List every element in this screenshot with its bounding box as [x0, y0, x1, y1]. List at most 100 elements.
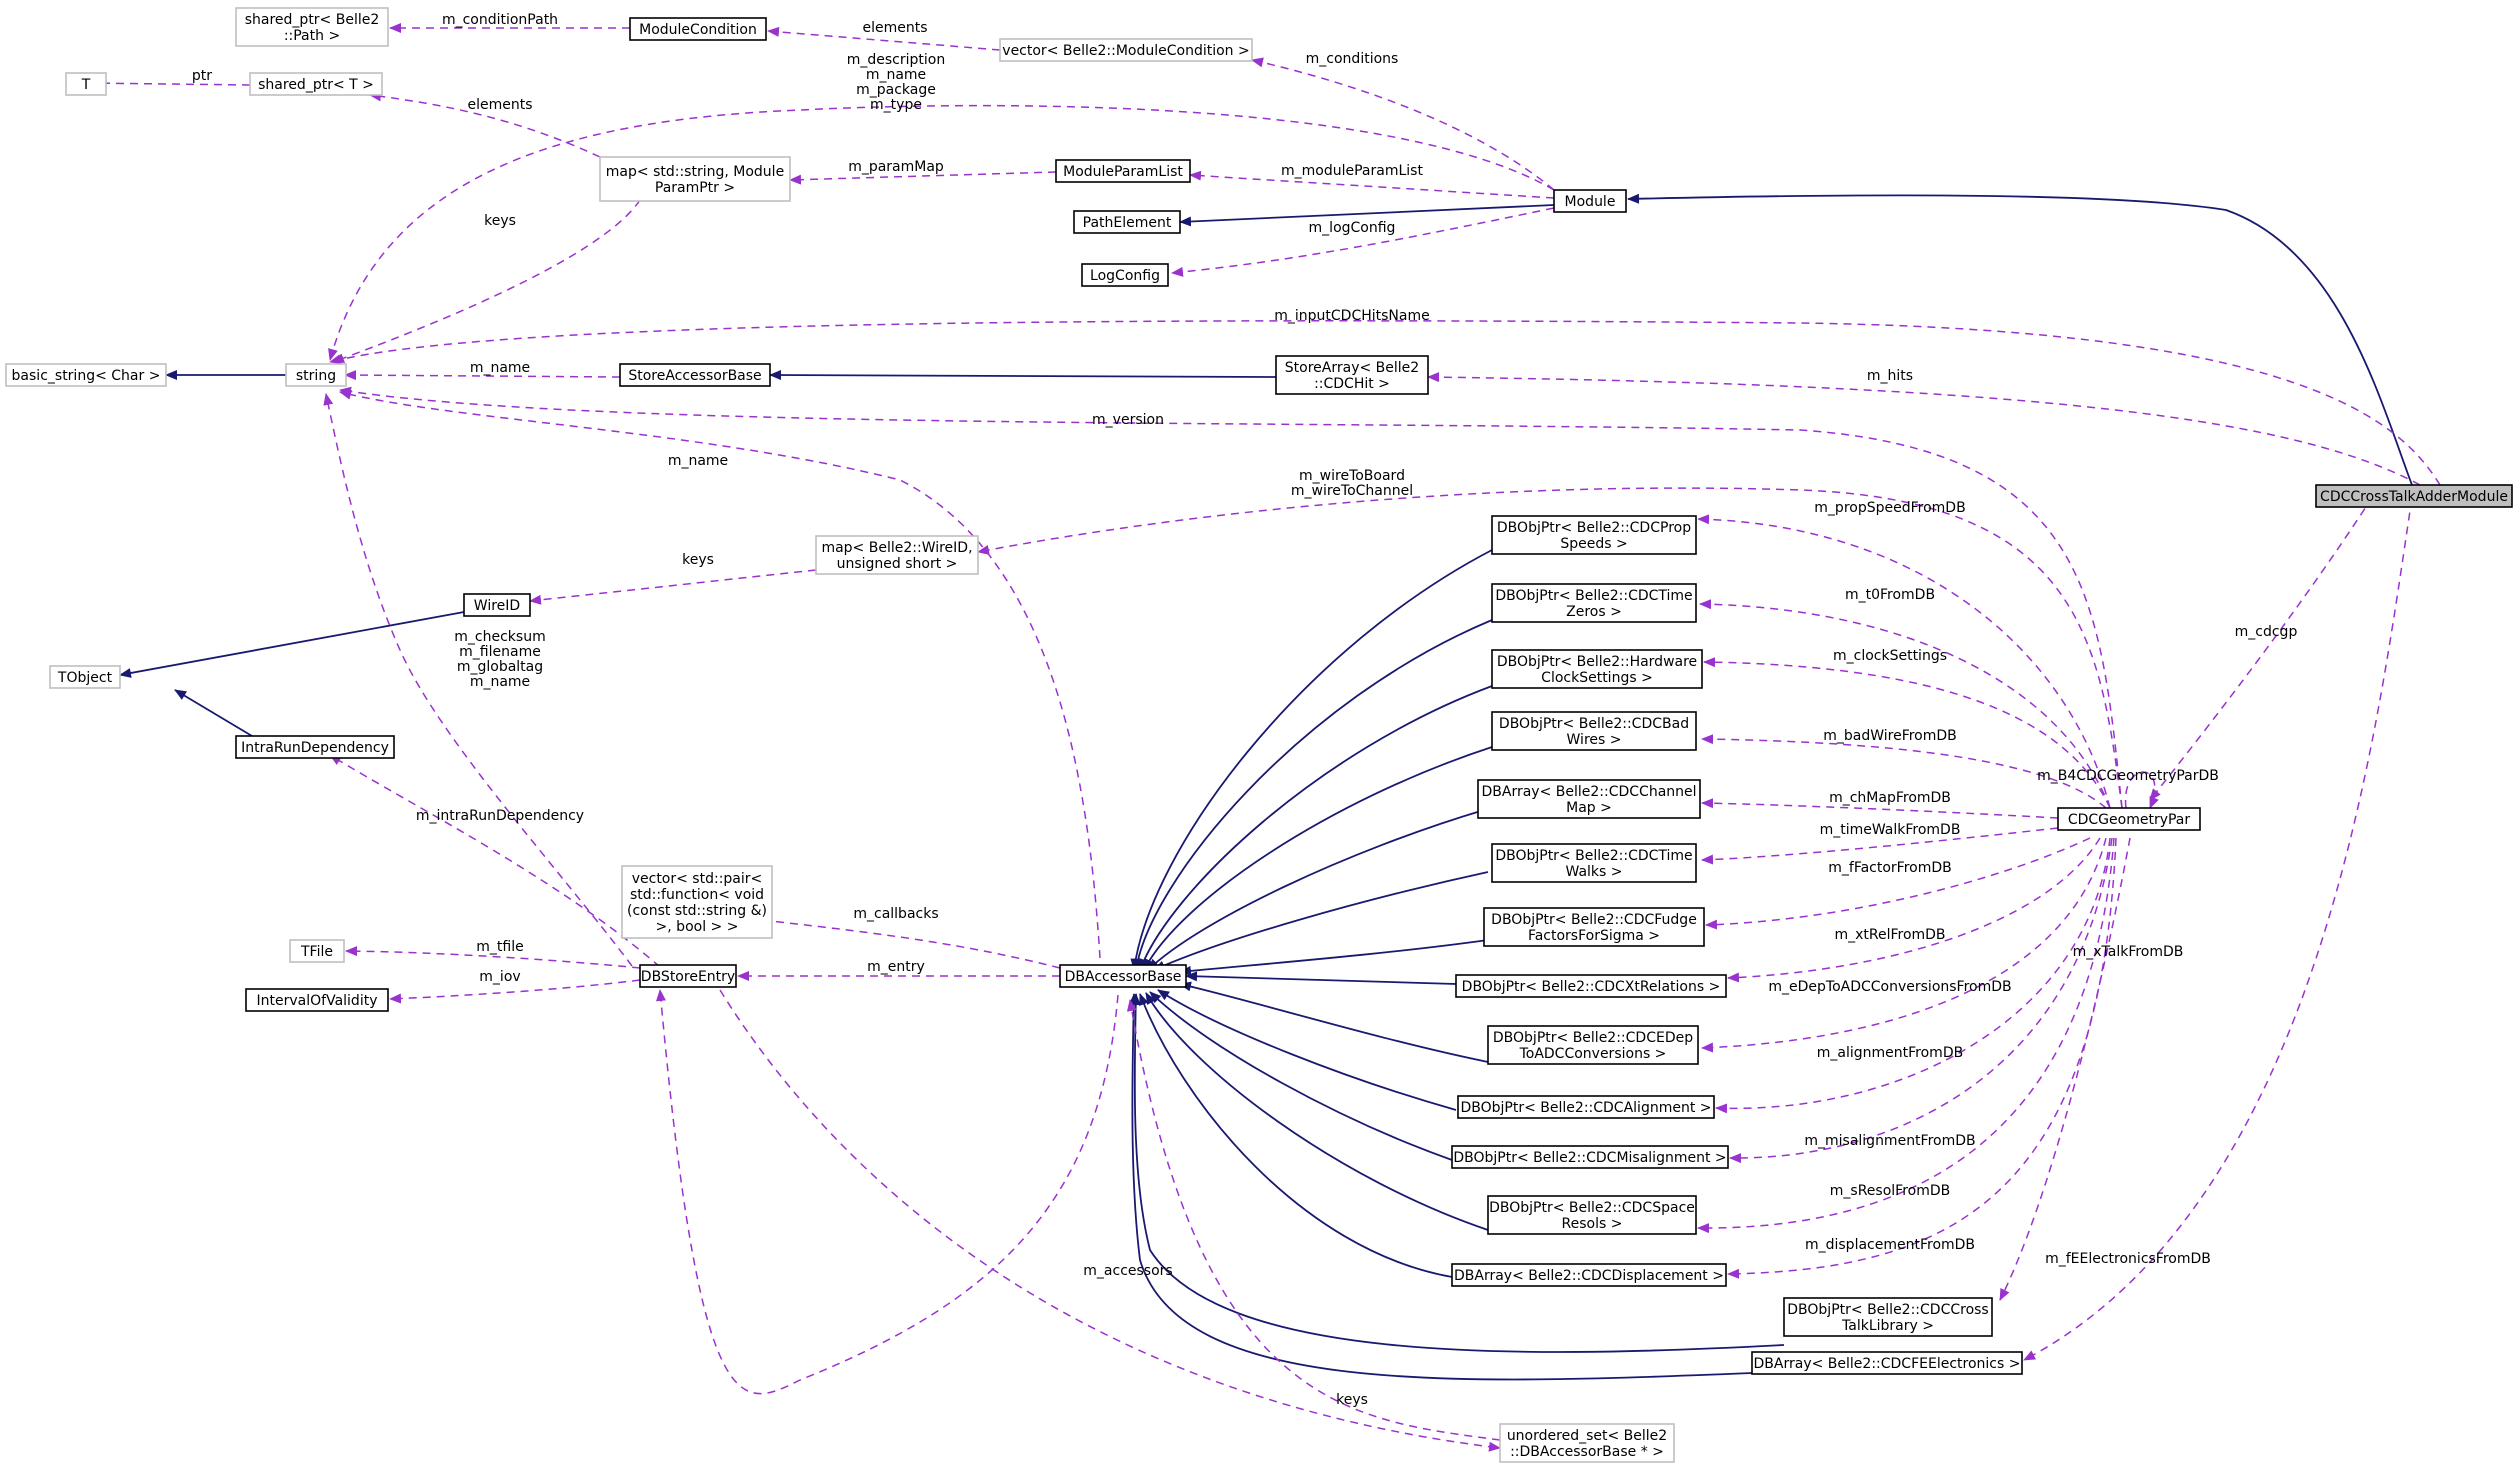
label-m-misalignment: m_misalignmentFromDB [1804, 1133, 1975, 1149]
path-element-box [1073, 210, 1181, 234]
node-label-line: basic_string< Char > [12, 368, 161, 384]
edge-label-line: m_timeWalkFromDB [1820, 822, 1961, 838]
edge-label-line: m_intraRunDependency [416, 808, 584, 824]
edge-label-line: m_xtRelFromDB [1834, 927, 1945, 943]
node-store-accessor-base[interactable]: StoreAccessorBase [619, 363, 771, 387]
edge-label-line: m_hits [1867, 368, 1913, 384]
node-module-condition[interactable]: ModuleCondition [629, 17, 767, 41]
node-fudge-factors[interactable]: DBObjPtr< Belle2::CDCFudgeFactorsForSigm… [1483, 907, 1705, 947]
node-cdc-crosstalk-adder-module[interactable]: CDCCrossTalkAdderModule [2315, 484, 2513, 508]
edge-use-intra-run [329, 754, 661, 968]
node-hardware-clock[interactable]: DBObjPtr< Belle2::HardwareClockSettings … [1491, 649, 1703, 689]
node-log-config[interactable]: LogConfig [1081, 263, 1169, 287]
edge-label-line: m_tfile [476, 939, 523, 955]
edge-module-to-crosstalk [1627, 193, 2413, 486]
node-tfile[interactable]: TFile [289, 939, 345, 963]
node-label-line: DBObjPtr< Belle2::CDCTime [1495, 848, 1692, 864]
label-m-alignment: m_alignmentFromDB [1817, 1045, 1963, 1061]
unordered-set-box [1499, 1423, 1675, 1463]
node-displacement[interactable]: DBArray< Belle2::CDCDisplacement > [1451, 1263, 1727, 1287]
edge-label-line: m_checksum [454, 629, 545, 645]
label-m-ffactor: m_fFactorFromDB [1828, 860, 1952, 876]
hardware-clock-box [1491, 649, 1703, 689]
node-dbstore-entry[interactable]: DBStoreEntry [639, 964, 737, 988]
node-wireid[interactable]: WireID [463, 593, 531, 617]
t-box [65, 72, 107, 96]
edge-use-fe [2023, 484, 2415, 1361]
edge-use-map-elements [369, 91, 601, 158]
edge-dbaccessor-to-bad-wires [1143, 746, 1493, 971]
node-shared-ptr-path[interactable]: shared_ptr< Belle2::Path > [235, 7, 389, 47]
node-label-line: IntraRunDependency [241, 740, 389, 756]
edge-use-accessors [656, 989, 1119, 1395]
node-unordered-set[interactable]: unordered_set< Belle2::DBAccessorBase * … [1499, 1423, 1675, 1463]
node-label-line: TObject [57, 670, 113, 686]
node-dbaccessor-base[interactable]: DBAccessorBase [1059, 964, 1187, 988]
node-cdc-geometry-par[interactable]: CDCGeometryPar [2057, 807, 2201, 831]
node-path-element[interactable]: PathElement [1073, 210, 1181, 234]
node-label-line: ::CDCHit > [1314, 376, 1390, 392]
crosstalk-library-box [1783, 1297, 1993, 1337]
node-module-param-list[interactable]: ModuleParamList [1055, 159, 1191, 183]
node-map-wireid[interactable]: map< Belle2::WireID,unsigned short > [815, 535, 979, 575]
node-fe-electronics[interactable]: DBArray< Belle2::CDCFEElectronics > [1751, 1351, 2023, 1375]
fe-electronics-box [1751, 1351, 2023, 1375]
node-label-line: CDCGeometryPar [2068, 812, 2191, 828]
node-xt-relations[interactable]: DBObjPtr< Belle2::CDCXtRelations > [1455, 974, 1727, 998]
edge-label-line: m_misalignmentFromDB [1804, 1133, 1975, 1149]
edge-label-line: m_conditionPath [442, 12, 558, 28]
label-m-xtalk: m_xTalkFromDB [2073, 944, 2184, 960]
node-alignment[interactable]: DBObjPtr< Belle2::CDCAlignment > [1457, 1095, 1715, 1119]
node-label-line: DBObjPtr< Belle2::CDCFudge [1491, 912, 1697, 928]
node-label-line: vector< Belle2::ModuleCondition > [1002, 43, 1249, 59]
node-edep-adc[interactable]: DBObjPtr< Belle2::CDCEDepToADCConversion… [1487, 1025, 1699, 1065]
edge-use-t0 [1699, 599, 2111, 809]
node-label-line: shared_ptr< Belle2 [245, 12, 380, 28]
edge-label-line: m_badWireFromDB [1823, 728, 1957, 744]
node-misalignment[interactable]: DBObjPtr< Belle2::CDCMisalignment > [1451, 1145, 1729, 1169]
label-m-cdcgp: m_cdcgp [2235, 624, 2298, 640]
node-intrarun-dependency[interactable]: IntraRunDependency [235, 735, 395, 759]
node-interval-of-validity[interactable]: IntervalOfValidity [245, 988, 389, 1012]
node-t[interactable]: T [65, 72, 107, 96]
edge-dbaccessor-to-misalignment [1149, 991, 1453, 1161]
node-shared-ptr-t[interactable]: shared_ptr< T > [249, 72, 383, 96]
node-string[interactable]: string [285, 363, 347, 387]
node-vector-pair-function[interactable]: vector< std::pair<std::function< void(co… [621, 865, 773, 939]
edge-dbaccessor-to-channel-map [1147, 809, 1485, 971]
edge-label-line: ptr [192, 68, 212, 84]
node-label-line: ModuleCondition [639, 22, 757, 38]
node-store-array-cdchit[interactable]: StoreArray< Belle2::CDCHit > [1275, 355, 1429, 395]
node-label-line: TFile [300, 944, 333, 960]
edge-label-line: m_eDepToADCConversionsFromDB [1768, 979, 2011, 995]
node-tobject[interactable]: TObject [49, 665, 121, 689]
label-m-fe: m_fEElectronicsFromDB [2045, 1251, 2211, 1267]
node-label-line: DBArray< Belle2::CDCDisplacement > [1454, 1268, 1724, 1284]
node-vector-module-condition[interactable]: vector< Belle2::ModuleCondition > [999, 38, 1253, 62]
vector-pair-function-box [621, 865, 773, 939]
label-m-t0: m_t0FromDB [1845, 587, 1935, 603]
edep-adc-box [1487, 1025, 1699, 1065]
edge-label-line: m_version [1092, 412, 1164, 428]
edge-label-line: m_alignmentFromDB [1817, 1045, 1963, 1061]
edge-label-line: m_description [847, 52, 945, 68]
edge-use-condition-elements [767, 26, 1001, 51]
edge-label-line: m_chMapFromDB [1829, 790, 1951, 806]
label-elements-map: elements [467, 97, 532, 113]
module-box [1553, 189, 1627, 213]
node-basic-string[interactable]: basic_string< Char > [5, 363, 167, 387]
node-module[interactable]: Module [1553, 189, 1627, 213]
edge-label-line: m_paramMap [848, 159, 944, 175]
map-wireid-box [815, 535, 979, 575]
node-label-line: Map > [1566, 800, 1612, 816]
label-keys-set: keys [1336, 1392, 1368, 1408]
edge-use-misalignment [1729, 837, 2113, 1164]
